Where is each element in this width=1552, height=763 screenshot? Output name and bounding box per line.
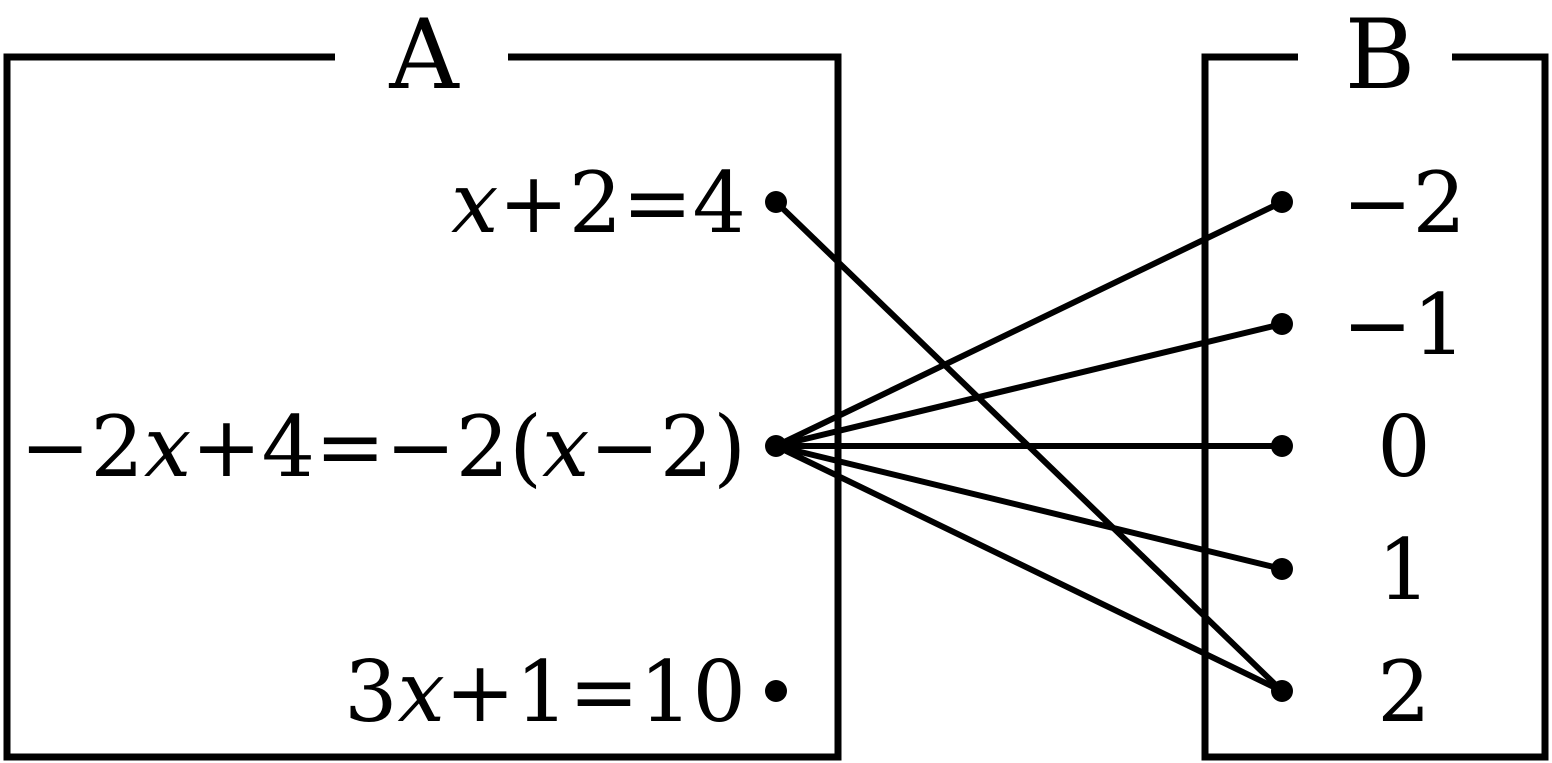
expression-part: +4=−2( xyxy=(191,398,542,496)
set-a-element-label: 3x+1=10 xyxy=(344,643,746,741)
set-b-element-label: 1 xyxy=(1377,521,1430,619)
set-a-title: A xyxy=(388,0,460,111)
mapping-line xyxy=(773,443,1285,694)
element-dot xyxy=(1271,313,1293,335)
set-b-elements: −2 −1 0 1 2 xyxy=(1342,154,1466,741)
set-b-element-label: −1 xyxy=(1342,276,1466,374)
variable-x: x xyxy=(451,154,498,252)
variable-x: x xyxy=(144,398,191,496)
set-b-title: B xyxy=(1345,0,1416,111)
expression-part: −2 xyxy=(20,398,144,496)
set-a-element-label: x+2=4 xyxy=(451,154,746,252)
set-a-element-label: −2x+4=−2(x−2) xyxy=(20,398,746,496)
set-a: A x+2=4−2x+4=−2(x−2)3x+1=10 xyxy=(3,0,842,761)
element-points xyxy=(765,191,1293,702)
expression-part: +2=4 xyxy=(498,154,746,252)
element-dot xyxy=(1271,680,1293,702)
mapping-line xyxy=(773,199,1285,449)
element-dot xyxy=(1271,558,1293,580)
element-dot xyxy=(765,435,787,457)
set-b-element-label: 0 xyxy=(1377,398,1430,496)
element-dot xyxy=(1271,435,1293,457)
set-b: B −2 −1 0 1 2 xyxy=(1201,0,1549,761)
set-a-elements: x+2=4−2x+4=−2(x−2)3x+1=10 xyxy=(20,154,746,741)
expression-part: −2) xyxy=(589,398,746,496)
set-b-element-label: −2 xyxy=(1342,154,1466,252)
mapping-line xyxy=(773,443,1285,572)
variable-x: x xyxy=(398,643,445,741)
element-dot xyxy=(1271,191,1293,213)
expression-part: 3 xyxy=(344,643,397,741)
mapping-line xyxy=(773,321,1285,449)
mapping-arrows xyxy=(773,199,1285,694)
expression-part: +1=10 xyxy=(445,643,746,741)
set-b-box xyxy=(1201,53,1549,761)
element-dot xyxy=(765,191,787,213)
set-a-box xyxy=(3,53,842,761)
element-dot xyxy=(765,680,787,702)
variable-x: x xyxy=(542,398,589,496)
set-b-element-label: 2 xyxy=(1377,643,1430,741)
